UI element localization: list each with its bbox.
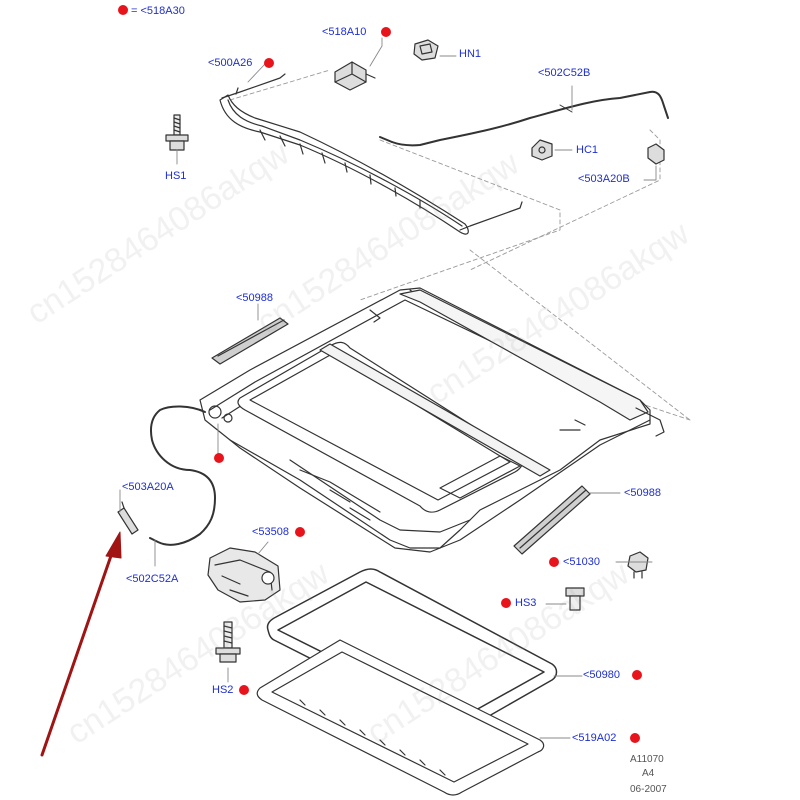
trim-frame — [256, 639, 545, 796]
red-pointer-arrow — [40, 531, 122, 757]
label-503a20a[interactable]: <503A20A — [122, 481, 174, 493]
leader-lines — [119, 37, 657, 739]
label-518a10[interactable]: <518A10 — [322, 26, 367, 38]
label-50988-left[interactable]: <50988 — [236, 292, 274, 304]
bolt-hs2-part — [215, 621, 241, 663]
bolt-hs3-part — [565, 587, 585, 611]
marker-dot — [264, 58, 274, 68]
reference-date: 06-2007 — [630, 784, 667, 795]
glass-panel — [237, 341, 551, 513]
nut-hn1-part — [413, 39, 439, 61]
drain-hose-front — [149, 405, 216, 546]
marker-dot — [630, 733, 640, 743]
connector-503a20b-part — [647, 143, 665, 165]
reference-sheet: A4 — [642, 768, 655, 779]
label-hc1[interactable]: HC1 — [576, 144, 599, 156]
label-502c52a[interactable]: <502C52A — [126, 573, 179, 585]
marker-dot — [295, 527, 305, 537]
legend-text: = <518A30 — [131, 5, 185, 17]
drain-hose-rear — [379, 90, 669, 147]
bolt-hs1-part — [165, 114, 189, 151]
wind-deflector — [219, 73, 523, 235]
connector-503a20a-part — [117, 501, 139, 535]
sunroof-motor — [207, 547, 281, 603]
seal-strip-left — [211, 317, 289, 365]
bracket-518a10-part — [334, 61, 376, 91]
reference-code: A11070 — [630, 754, 664, 765]
marker-dot — [214, 453, 224, 463]
label-51030[interactable]: <51030 — [563, 556, 601, 568]
label-503a20b[interactable]: <503A20B — [578, 173, 630, 185]
rear-rail — [399, 289, 665, 437]
label-hs2[interactable]: HS2 — [212, 684, 234, 696]
marker-dot — [632, 670, 642, 680]
label-hn1[interactable]: HN1 — [459, 48, 482, 60]
label-53508[interactable]: <53508 — [252, 526, 290, 538]
marker-dot — [239, 685, 249, 695]
label-hs3[interactable]: HS3 — [515, 597, 537, 609]
marker-dot — [501, 598, 511, 608]
label-50980[interactable]: <50980 — [583, 669, 621, 681]
legend-marker-icon — [118, 5, 128, 15]
label-hs1[interactable]: HS1 — [165, 170, 187, 182]
legend: = <518A30 — [118, 5, 185, 17]
label-502c52b[interactable]: <502C52B — [538, 67, 591, 79]
label-519a02[interactable]: <519A02 — [572, 732, 617, 744]
marker-dot — [549, 557, 559, 567]
label-500a26[interactable]: <500A26 — [208, 57, 253, 69]
clip-hc1-part — [531, 139, 553, 161]
clip-51030-part — [627, 551, 649, 579]
marker-dot — [381, 27, 391, 37]
seal-strip-right — [513, 485, 591, 555]
label-50988-right[interactable]: <50988 — [624, 487, 662, 499]
